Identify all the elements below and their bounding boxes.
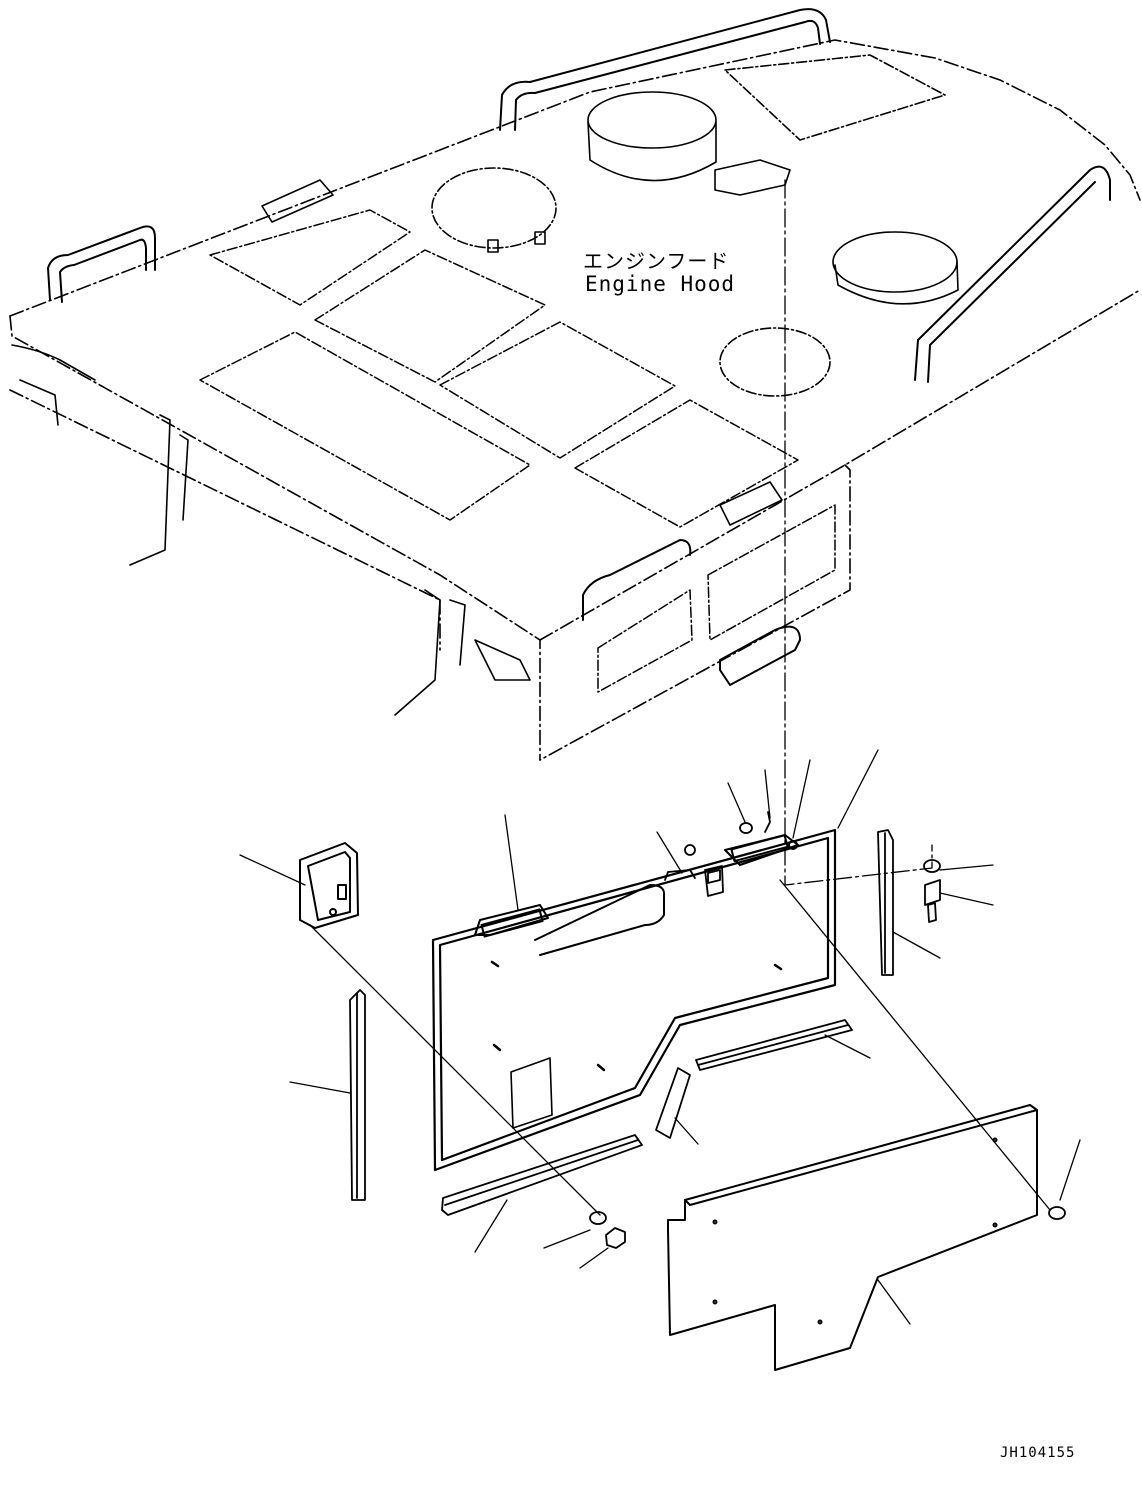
- part-title-japanese: エンジンフード: [583, 249, 730, 273]
- seal-strips: [349, 829, 894, 1216]
- foam-insulation: [667, 1104, 1038, 1371]
- fasteners: [589, 859, 1066, 1249]
- hood-panels: [199, 209, 836, 693]
- frame-marks: [490, 960, 783, 1072]
- hinge-left: [474, 904, 549, 938]
- cover-frame: [431, 828, 837, 1172]
- hood-handrails: [47, 8, 1111, 686]
- leader-lines: [239, 179, 1081, 1325]
- drawing-code: JH104155: [1000, 1445, 1076, 1461]
- engine-hood: [9, 39, 1141, 761]
- latch-assembly: [664, 811, 771, 897]
- handle: [534, 884, 666, 956]
- part-title-english: Engine Hood: [585, 272, 736, 296]
- hinge-right: [724, 834, 799, 866]
- small-window-panel: [510, 1057, 553, 1129]
- hood-openings: [431, 54, 959, 397]
- lock-box: [299, 842, 359, 929]
